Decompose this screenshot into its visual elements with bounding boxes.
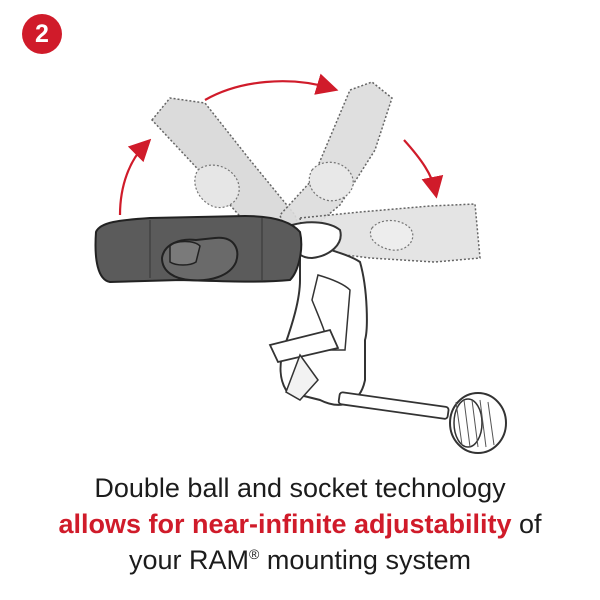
- ghost-arm-horizontal: [299, 203, 481, 263]
- caption-text-1: Double ball and socket technology: [94, 473, 506, 503]
- mount-illustration: [94, 73, 507, 454]
- step-number-badge: 2: [22, 14, 62, 54]
- step-number: 2: [35, 19, 49, 48]
- c-clamp: [268, 238, 450, 420]
- thumb-screw-knob: [449, 392, 507, 454]
- socket-arm: [94, 214, 303, 284]
- caption-line-2: allows for near-infinite adjustability o…: [0, 506, 600, 542]
- caption-text-2: of: [511, 509, 542, 539]
- caption-accent: allows for near-infinite adjustability: [58, 509, 512, 539]
- caption-text-3a: your RAM: [129, 545, 250, 575]
- caption-text-3b: mounting system: [259, 545, 471, 575]
- caption: Double ball and socket technology allows…: [0, 470, 600, 578]
- caption-line-3: your RAM® mounting system: [0, 542, 600, 578]
- caption-line-1: Double ball and socket technology: [0, 470, 600, 506]
- registered-mark: ®: [249, 546, 260, 562]
- motion-arrow-icon: [118, 73, 444, 216]
- ghost-arm-right: [279, 81, 393, 233]
